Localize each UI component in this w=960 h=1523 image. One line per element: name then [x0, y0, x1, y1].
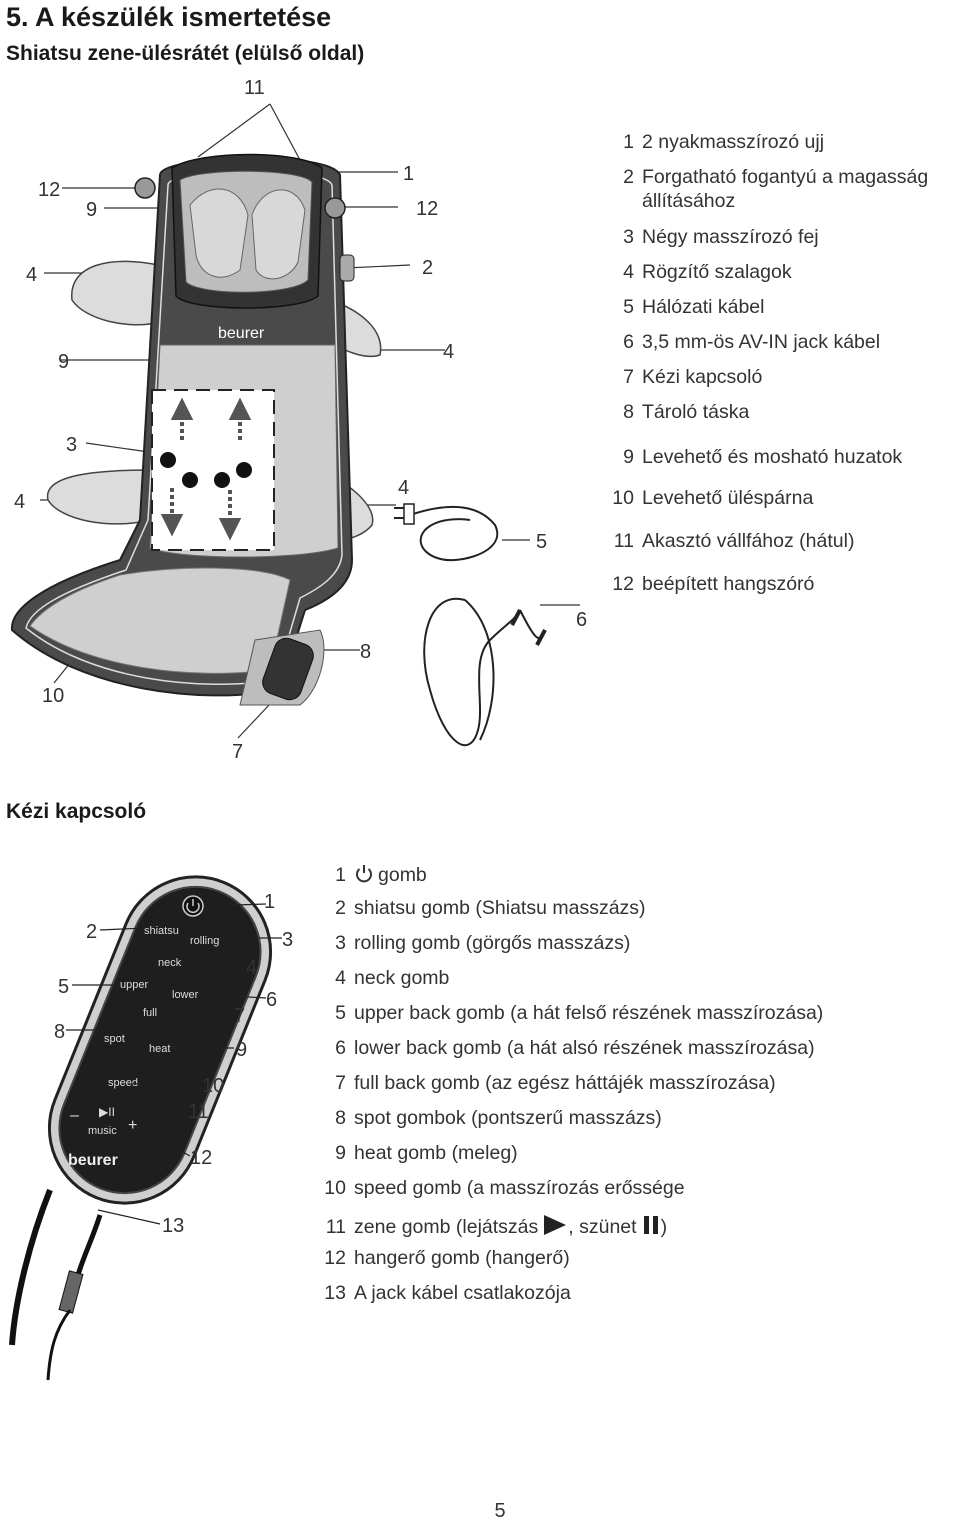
power-icon	[186, 899, 200, 913]
remote-callout-2: 2	[86, 921, 98, 943]
shiatsu-button: shiatsu	[144, 925, 179, 937]
speaker-left	[134, 177, 156, 199]
seat-callout-4-top: 4	[26, 264, 38, 286]
seat-callout-8: 8	[360, 641, 372, 663]
seat-callout-10: 10	[42, 685, 65, 707]
volume-plus-button: +	[128, 1117, 137, 1134]
av-cable	[423, 597, 546, 747]
section-title: 5. A készülék ismertetése	[6, 2, 332, 32]
seat-callout-2: 2	[422, 257, 434, 279]
remote-callout-4: 4	[246, 957, 258, 979]
seat-callout-1: 1	[403, 163, 415, 185]
seat-cushion	[29, 567, 291, 674]
power-symbol-icon	[356, 865, 372, 883]
seat-callout-5: 5	[536, 531, 548, 553]
remote-callout-8: 8	[54, 1021, 66, 1043]
full-button: full	[143, 1007, 157, 1019]
seat-callout-4-right: 4	[443, 341, 455, 363]
remote-illustration: shiatsu rolling neck upper lower full sp…	[9, 875, 282, 1381]
remote-callout-12: 12	[190, 1147, 213, 1169]
remote-leader-lines	[66, 903, 282, 1225]
remote-section-title: Kézi kapcsoló	[6, 800, 147, 823]
remote-callout-1: 1	[264, 891, 276, 913]
remote-callout-13: 13	[162, 1215, 185, 1237]
seat-remote	[262, 637, 314, 701]
remote-callout-6: 6	[266, 989, 278, 1011]
music-label: music	[88, 1125, 117, 1137]
remote-callout-11: 11	[188, 1101, 209, 1123]
page-number: 5	[494, 1500, 506, 1522]
remote-callout-3: 3	[282, 929, 294, 951]
height-knob	[339, 254, 355, 282]
seat-callout-3: 3	[66, 434, 78, 456]
remote-callout-10: 10	[202, 1075, 225, 1097]
upper-button: upper	[120, 979, 148, 991]
heat-button: heat	[149, 1043, 170, 1055]
remote-brand: beurer	[68, 1152, 118, 1169]
seat-callout-9-top: 9	[86, 199, 98, 221]
play-icon	[544, 1215, 567, 1235]
massage-heads	[160, 452, 252, 488]
play-pause-button: ▶II	[99, 1105, 115, 1119]
seat-callout-6: 6	[576, 609, 588, 631]
speaker-right	[324, 197, 346, 219]
volume-minus-button: –	[70, 1107, 79, 1124]
remote-callout-5: 5	[58, 976, 70, 998]
neck-button: neck	[158, 957, 182, 969]
section-subtitle: Shiatsu zene-ülésrátét (elülső oldal)	[6, 42, 365, 65]
remote-callout-9: 9	[236, 1039, 248, 1061]
seat-callout-4-left: 4	[14, 491, 26, 513]
speed-button: speed	[108, 1077, 138, 1089]
seat-illustration: beurer	[10, 103, 580, 747]
seat-callout-7: 7	[232, 741, 244, 763]
power-cable	[409, 505, 499, 562]
seat-callout-4-plug: 4	[398, 477, 410, 499]
spot-button: spot	[104, 1033, 125, 1045]
seat-legend-item-2-cont: állításához	[642, 190, 736, 212]
seat-callout-12-right: 12	[416, 198, 439, 220]
pause-icon	[643, 1216, 658, 1234]
seat-callout-11: 11	[244, 77, 265, 99]
seat-brand: beurer	[218, 325, 265, 342]
rolling-button: rolling	[190, 935, 219, 947]
seat-callout-9-mid: 9	[58, 351, 70, 373]
seat-callout-12-left: 12	[38, 179, 61, 201]
remote-callout-7: 7	[234, 1005, 246, 1027]
lower-button: lower	[172, 989, 199, 1001]
